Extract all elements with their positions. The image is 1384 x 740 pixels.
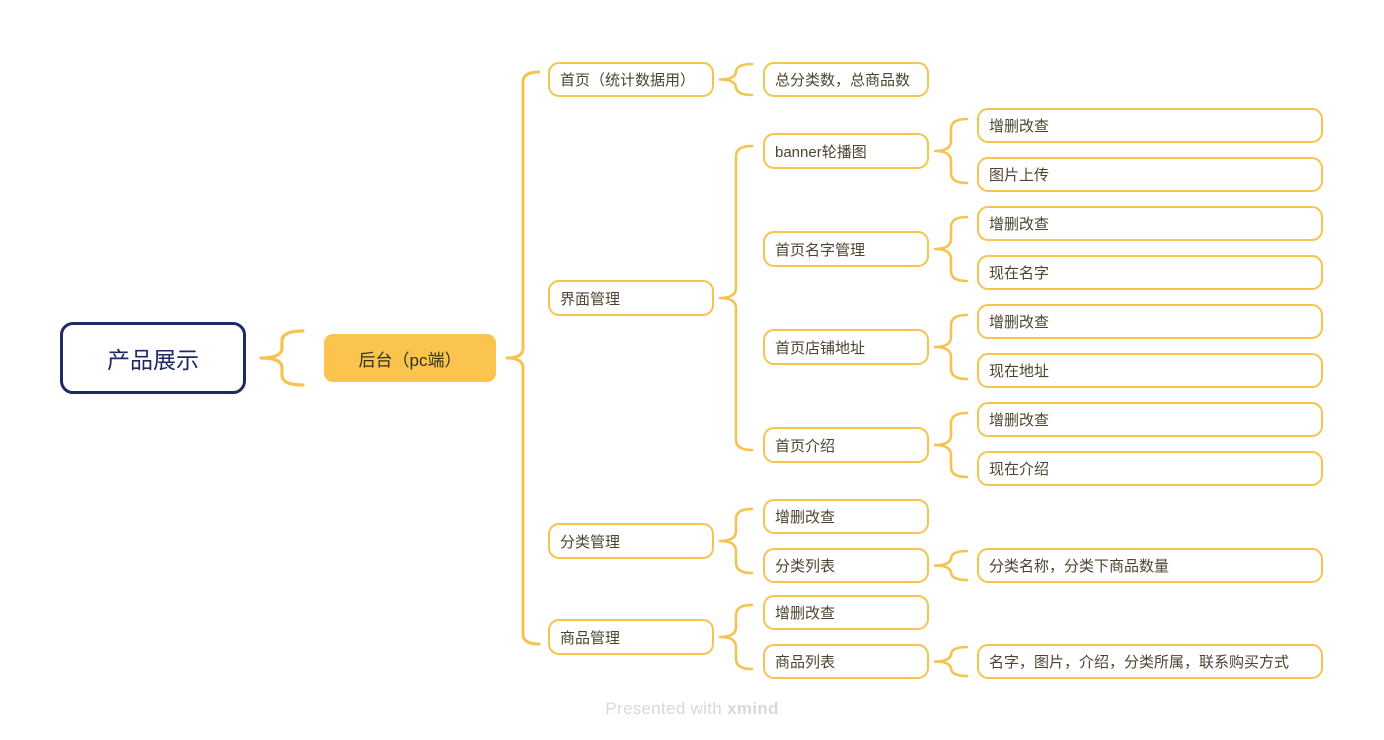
topic-prod-mgmt[interactable]: 商品管理 [548, 619, 714, 655]
brace-prod-list-children [933, 645, 969, 678]
brace-prod-mgmt-children [718, 603, 754, 671]
brace-cat-list-children [933, 549, 969, 582]
topic-ui-mgmt[interactable]: 界面管理 [548, 280, 714, 316]
topic-name-crud[interactable]: 增删改查 [977, 206, 1323, 241]
xmind-brand: xmind [727, 699, 779, 718]
brace-cat-mgmt-children [718, 507, 754, 575]
topic-addr-current[interactable]: 现在地址 [977, 353, 1323, 388]
topic-banner[interactable]: banner轮播图 [763, 133, 929, 169]
brace-ui-mgmt-children [718, 144, 754, 452]
topic-prod-crud[interactable]: 增删改查 [763, 595, 929, 630]
topic-banner-upload[interactable]: 图片上传 [977, 157, 1323, 192]
topic-cat-crud[interactable]: 增删改查 [763, 499, 929, 534]
topic-home-addr[interactable]: 首页店铺地址 [763, 329, 929, 365]
footer-text: Presented with [605, 699, 728, 718]
topic-cat-detail[interactable]: 分类名称，分类下商品数量 [977, 548, 1323, 583]
brace-home-intro-children [933, 411, 969, 479]
topic-addr-crud[interactable]: 增删改查 [977, 304, 1323, 339]
topic-home-name[interactable]: 首页名字管理 [763, 231, 929, 267]
topic-intro-current[interactable]: 现在介绍 [977, 451, 1323, 486]
brace-home-stats-children [718, 62, 754, 97]
topic-cat-list[interactable]: 分类列表 [763, 548, 929, 583]
topic-intro-crud[interactable]: 增删改查 [977, 402, 1323, 437]
brace-backend-children [505, 70, 541, 646]
topic-prod-detail[interactable]: 名字，图片，介绍，分类所属，联系购买方式 [977, 644, 1323, 679]
topic-name-current[interactable]: 现在名字 [977, 255, 1323, 290]
topic-home-intro[interactable]: 首页介绍 [763, 427, 929, 463]
topic-cat-mgmt[interactable]: 分类管理 [548, 523, 714, 559]
brace-banner-children [933, 117, 969, 185]
brace-root-to-backend [259, 329, 305, 387]
presented-with-xmind: Presented with xmind [0, 699, 1384, 719]
brace-home-name-children [933, 215, 969, 283]
topic-banner-crud[interactable]: 增删改查 [977, 108, 1323, 143]
topic-total-counts[interactable]: 总分类数，总商品数 [763, 62, 929, 97]
topic-root[interactable]: 产品展示 [60, 322, 246, 394]
topic-backend[interactable]: 后台（pc端） [324, 334, 496, 382]
topic-home-stats[interactable]: 首页（统计数据用） [548, 62, 714, 97]
topic-prod-list[interactable]: 商品列表 [763, 644, 929, 679]
brace-home-addr-children [933, 313, 969, 381]
